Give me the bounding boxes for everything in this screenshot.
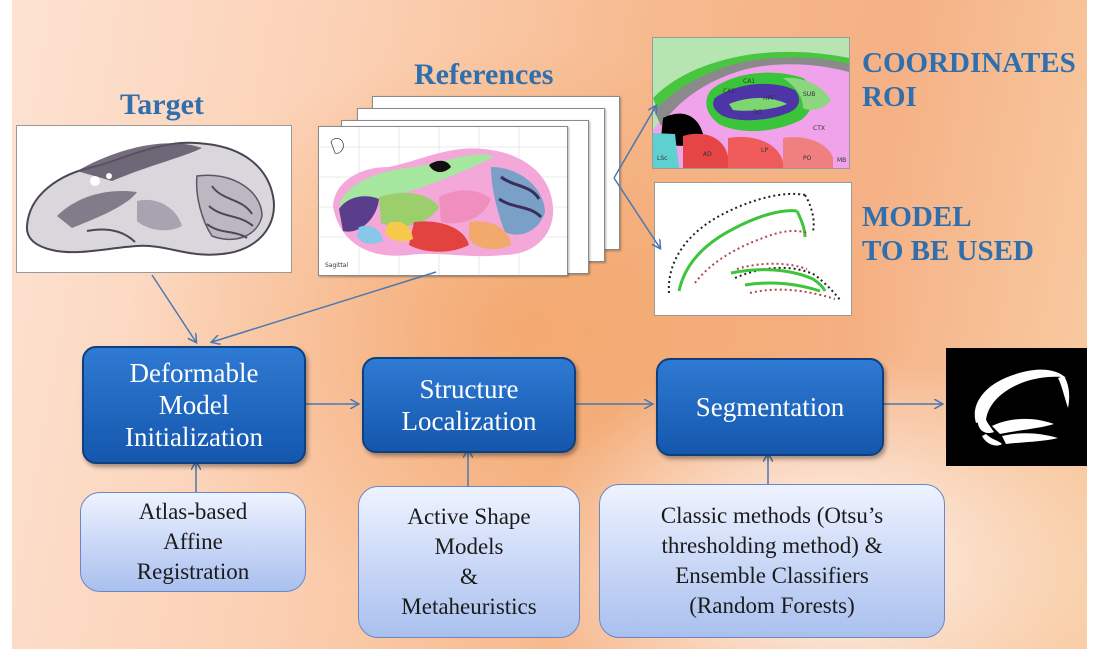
atlas-label-ca2: CA2	[723, 88, 735, 95]
step-deformable-model-initialization: Deformable Model Initialization	[82, 346, 306, 464]
step-line: Segmentation	[695, 392, 845, 422]
method-line: Ensemble Classifiers	[675, 563, 869, 588]
roi-label-line: ROI	[862, 81, 917, 113]
atlas-label-po: PO	[803, 155, 812, 162]
to-be-used-label-line: TO BE USED	[862, 235, 1034, 267]
method-line: Atlas-based	[138, 499, 248, 524]
step-line: Initialization	[125, 422, 263, 452]
coordinates-roi-image: HPF CA1 CA2 DG SUB CTX LSc AD LP PO MB	[652, 37, 850, 169]
arrow-target-to-init	[151, 274, 196, 342]
references-title: References	[414, 58, 554, 91]
atlas-label-hpf: HPF	[763, 95, 775, 102]
model-shape-image	[654, 182, 852, 316]
arrow-references-to-init	[212, 271, 437, 342]
step-structure-localization: Structure Localization	[362, 357, 576, 453]
coordinates-label-line: COORDINATES	[862, 47, 1076, 79]
step-line: Localization	[401, 406, 537, 436]
method-line: Affine	[163, 529, 223, 554]
reference-atlas-image: Sagittal	[318, 126, 568, 276]
step-line: Model	[158, 390, 230, 420]
model-label-line: MODEL	[862, 201, 972, 233]
method-line: Active Shape	[407, 504, 531, 529]
svg-text:Sagittal: Sagittal	[325, 262, 348, 269]
method-line: (Random Forests)	[689, 593, 855, 618]
step-line: Structure	[419, 374, 519, 404]
atlas-label-ctx: CTX	[813, 125, 825, 132]
atlas-label-ad: AD	[703, 151, 712, 158]
method-atlas-based-affine-registration: Atlas-based Affine Registration	[80, 492, 306, 592]
arrow-references-to-roi	[613, 106, 656, 179]
method-classic-and-ensemble: Classic methods (Otsu’s thresholding met…	[599, 484, 945, 638]
atlas-label-lsc: LSc	[657, 155, 667, 162]
coordinates-roi-label: COORDINATES ROI	[862, 46, 1076, 114]
method-line: thresholding method) &	[661, 533, 883, 558]
step-segmentation: Segmentation	[656, 358, 884, 456]
atlas-label-dg: DG	[753, 109, 763, 116]
method-line: Models	[434, 534, 504, 559]
model-to-be-used-label: MODEL TO BE USED	[862, 200, 1034, 268]
target-brain-image	[16, 125, 292, 273]
atlas-label-ca1: CA1	[743, 78, 755, 85]
method-active-shape-models-metaheuristics: Active Shape Models & Metaheuristics	[358, 486, 580, 638]
target-title: Target	[120, 88, 204, 121]
atlas-label-lp: LP	[761, 147, 768, 154]
step-line: Deformable	[129, 358, 259, 388]
method-line: Metaheuristics	[401, 594, 537, 619]
method-line: &	[460, 564, 478, 589]
method-line: Classic methods (Otsu’s	[660, 503, 884, 528]
atlas-label-sub: SUB	[803, 91, 815, 98]
atlas-label-mb: MB	[837, 157, 846, 164]
method-line: Registration	[136, 559, 250, 584]
arrow-references-to-model	[613, 177, 660, 248]
segmentation-output-image	[946, 348, 1088, 466]
